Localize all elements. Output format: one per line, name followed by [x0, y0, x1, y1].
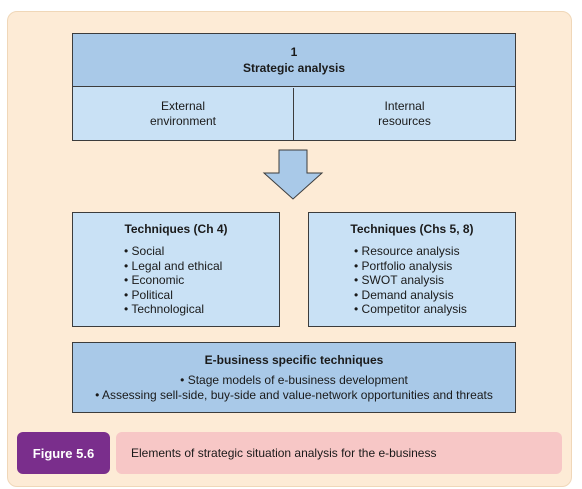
figure-caption: Elements of strategic situation analysis…	[116, 432, 562, 474]
techniques-external-list: • Social • Legal and ethical • Economic …	[73, 244, 279, 317]
techniques-internal-box: Techniques (Chs 5, 8) • Resource analysi…	[308, 212, 516, 327]
list-item: • Portfolio analysis	[354, 258, 453, 273]
external-line-2: environment	[149, 114, 217, 128]
techniques-internal-list: • Resource analysis • Portfolio analysis…	[309, 244, 515, 317]
step-title: Strategic analysis	[242, 61, 346, 75]
list-item: • Assessing sell-side, buy-side and valu…	[95, 388, 493, 402]
list-item: • Social	[124, 244, 165, 258]
internal-resources-cell: Internal resources	[294, 88, 515, 140]
list-item: • Legal and ethical	[124, 258, 223, 273]
techniques-external-box: Techniques (Ch 4) • Social • Legal and e…	[72, 212, 280, 327]
figure-label: Figure 5.6	[17, 432, 110, 474]
external-environment-cell: External environment	[73, 88, 294, 140]
techniques-internal-title: Techniques (Chs 5, 8)	[350, 222, 474, 236]
figure-caption-text: Elements of strategic situation analysis…	[131, 446, 437, 460]
list-item: • Political	[124, 287, 173, 302]
step-number: 1	[290, 45, 298, 59]
list-item: • Demand analysis	[354, 287, 454, 302]
list-item: • SWOT analysis	[354, 273, 445, 288]
strategic-analysis-header: 1 Strategic analysis	[73, 34, 515, 87]
list-item: • Economic	[124, 273, 185, 288]
down-arrow-icon	[262, 149, 324, 200]
list-item: • Stage models of e-business development	[180, 373, 408, 387]
external-line-1: External	[160, 99, 206, 113]
list-item: • Competitor analysis	[354, 302, 467, 317]
ebusiness-techniques-box: E-business specific techniques • Stage m…	[72, 342, 516, 413]
internal-line-2: resources	[378, 114, 431, 128]
ebusiness-title: E-business specific techniques	[204, 353, 384, 367]
techniques-external-title: Techniques (Ch 4)	[124, 222, 228, 236]
list-item: • Technological	[124, 302, 205, 317]
list-item: • Resource analysis	[354, 244, 460, 258]
internal-line-1: Internal	[384, 99, 425, 113]
strategic-analysis-box: 1 Strategic analysis External environmen…	[72, 33, 516, 141]
